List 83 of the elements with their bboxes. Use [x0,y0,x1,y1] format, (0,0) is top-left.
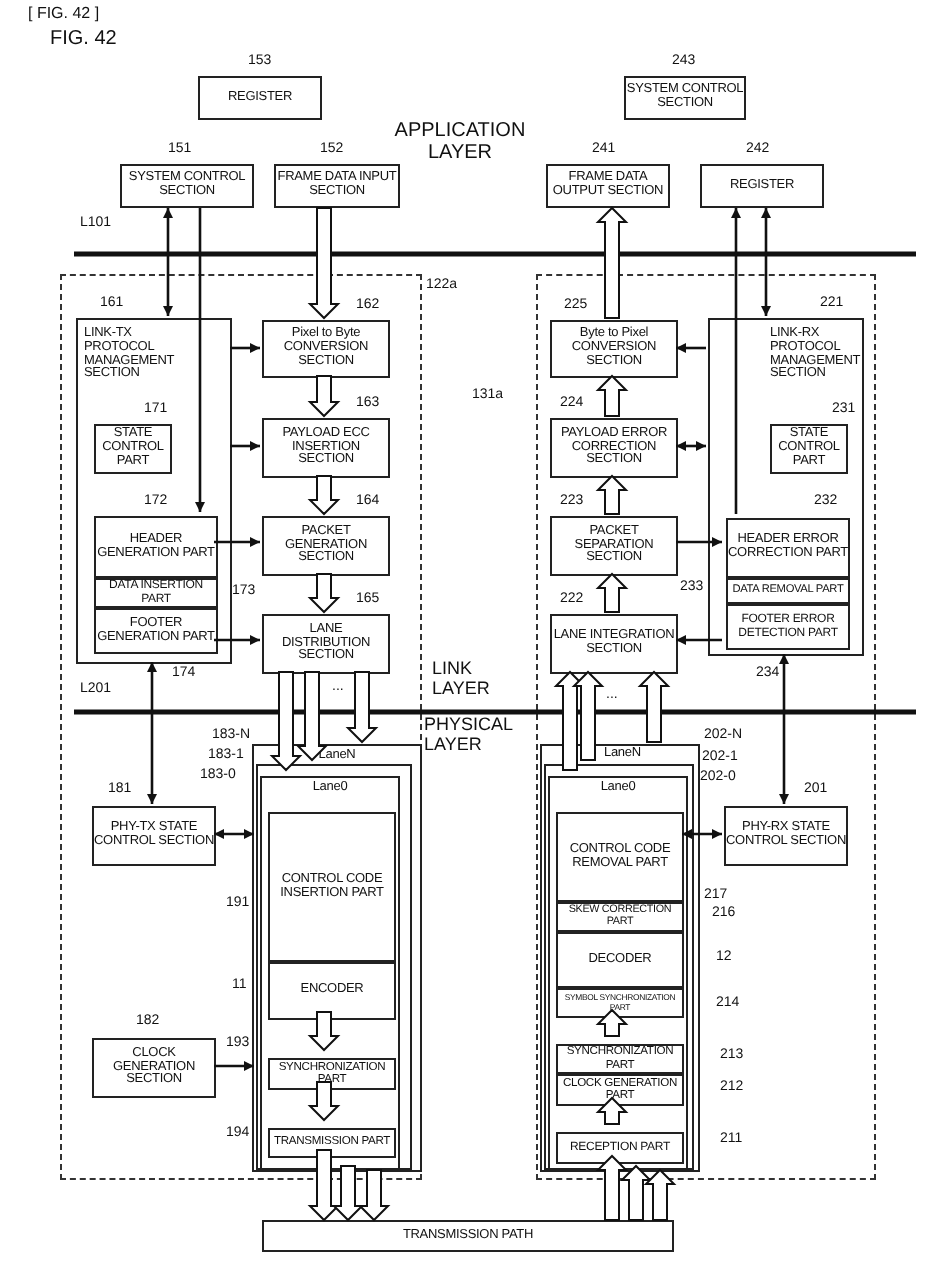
section-box [268,962,396,1020]
section-box [262,516,390,576]
section-box [120,164,254,208]
section-box [198,76,322,120]
arrow [779,654,789,804]
arrow [682,829,722,839]
hollow-arrow [345,671,379,744]
hollow-arrow [307,375,341,418]
hollow-arrow [595,572,629,613]
layer-label: PHYSICAL LAYER [424,716,515,756]
section-box [94,516,218,578]
section-box [556,988,684,1018]
section-box [262,614,390,674]
layer-label: LINK LAYER [432,660,492,700]
hollow-arrow [595,1096,629,1125]
section-box [556,932,684,988]
section-box [92,806,216,866]
hollow-arrow [307,1149,341,1222]
hollow-arrow [595,206,629,319]
section-box [556,902,684,932]
section-box [556,1044,684,1074]
arrow [195,208,205,512]
hollow-arrow [595,1008,629,1037]
hollow-arrow [331,1165,365,1222]
arrow [214,1061,254,1071]
arrow [163,208,173,316]
section-box [274,164,400,208]
layer-label: APPLICATION LAYER [392,120,528,164]
arrow [230,343,260,353]
figure-header: [ FIG. 42 ] [28,6,100,24]
arrow [214,635,260,645]
section-box [268,1128,396,1158]
hollow-arrow [307,1011,341,1052]
section-box [726,578,850,604]
arrow [230,441,260,451]
arrow [676,343,706,353]
section-box [262,320,390,378]
hollow-arrow [595,474,629,515]
arrow [214,537,260,547]
section-box [550,614,678,674]
section-box [550,516,678,576]
arrow [676,635,722,645]
section-box [550,418,678,478]
section-box [726,518,850,578]
arrow [731,208,741,514]
section-box [556,812,684,902]
hollow-arrow [637,670,671,743]
hollow-arrow [643,1168,677,1221]
section-box [94,608,218,654]
section-box [724,806,848,866]
arrow [676,441,706,451]
section-box [556,1132,684,1164]
arrow [214,829,254,839]
dashed-boundary [60,274,422,1180]
transmission-path-box [262,1220,674,1252]
figure-title: FIG. 42 [50,28,117,50]
hollow-arrow [307,207,341,320]
section-box [726,604,850,650]
section-box [92,1038,216,1098]
section-box [268,1058,396,1090]
protocol-section-box [708,318,864,656]
hollow-arrow [619,1164,653,1221]
section-box [624,76,746,120]
section-box [268,812,396,962]
hollow-arrow [595,1154,629,1221]
hollow-arrow [357,1169,391,1222]
protocol-section-box [76,318,232,664]
hollow-arrow [307,1081,341,1122]
hollow-arrow [595,374,629,417]
section-box [550,320,678,378]
arrow [761,208,771,316]
dashed-boundary [536,274,876,1180]
hollow-arrow [571,670,605,761]
section-box [700,164,824,208]
section-box [546,164,670,208]
arrow [676,537,722,547]
hollow-arrow [269,671,303,772]
arrow [147,662,157,804]
hollow-arrow [295,671,329,762]
hollow-arrow [307,573,341,614]
section-box [94,578,218,608]
section-box [262,418,390,478]
hollow-arrow [307,475,341,516]
